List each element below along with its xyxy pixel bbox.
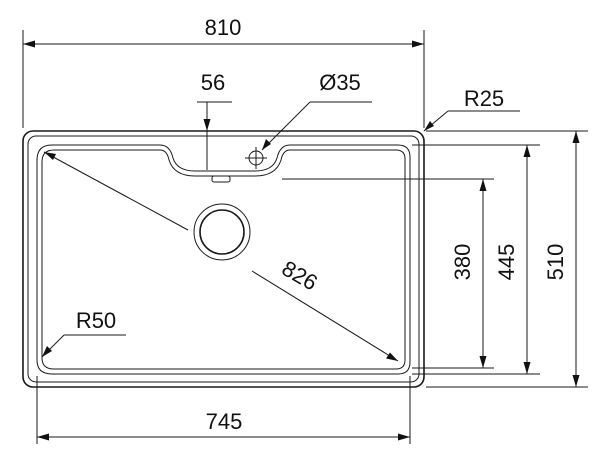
dim-label-bowl-radius: R50 [76,308,116,333]
dim-label-overall-depth: 510 [543,244,568,281]
dim-tap-hole: Ø35 [261,70,372,151]
dim-label-inner-depth: 445 [494,244,519,281]
overflow-slot [211,175,231,183]
dim-bowl-width: 745 [36,376,411,444]
dim-inner-depth: 445 [494,145,531,374]
dim-label-outer-radius: R25 [464,86,504,111]
dim-label-bowl-depth: 380 [450,244,475,281]
dim-bowl-radius: R50 [41,308,126,358]
dim-overall-depth: 510 [543,131,580,387]
drain-icon [193,203,251,261]
dim-label-diagonal: 826 [278,255,322,295]
sink-outer-rim [22,130,425,388]
dim-right-extensions [282,130,588,388]
dim-tap-offset: 56 [197,70,232,170]
dim-bowl-depth: 380 [450,179,487,368]
dim-label-tap-hole: Ø35 [319,70,361,95]
dim-label-overall-width: 810 [205,15,242,40]
dim-label-tap-offset: 56 [201,70,225,95]
sink-bowl-outline [36,144,411,375]
dim-label-bowl-width: 745 [206,409,243,434]
tap-hole [245,147,267,169]
dim-outer-radius: R25 [423,86,520,132]
dim-overall-width: 810 [22,15,425,128]
